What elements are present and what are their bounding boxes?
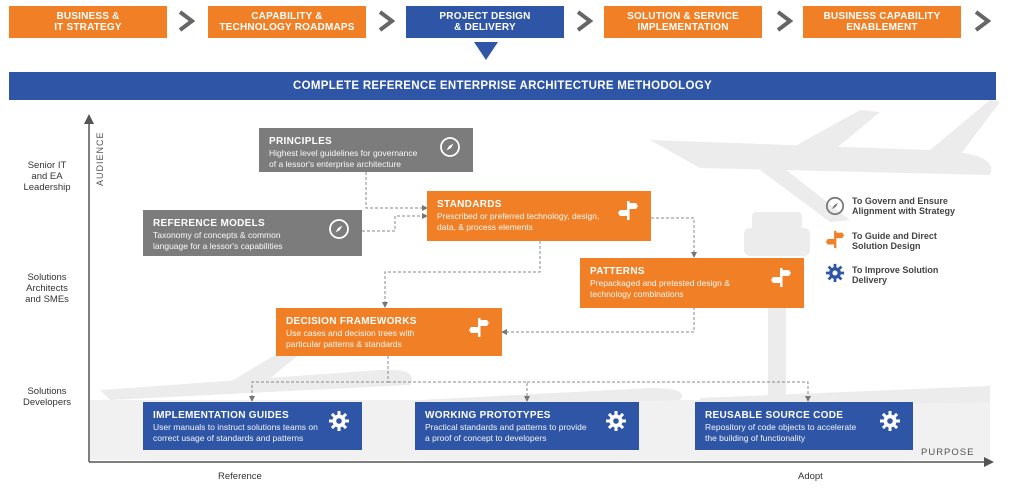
box-desc: correct usage of standards and patterns [153,433,304,443]
step-business-it-strategy: BUSINESS & IT STRATEGY [9,6,167,38]
gear-icon [606,411,626,431]
audience-line: Senior IT [27,160,67,171]
audience-architects: Solutions Architects and SMEs [14,272,80,305]
audience-line: and EA [31,171,63,182]
legend-guide: To Guide and Direct Solution Design [852,231,937,251]
legend-line: To Govern and Ensure [852,196,948,206]
box-title: IMPLEMENTATION GUIDES [153,410,289,421]
box-desc: Highest level guidelines for governance [269,148,418,158]
box-principles: PRINCIPLES Highest level guidelines for … [259,128,473,172]
x-axis-left-label: Reference [218,471,262,482]
x-axis-label: PURPOSE [921,447,975,458]
box-title: REFERENCE MODELS [153,218,266,229]
legend-line: Delivery [852,275,888,285]
box-desc: Prescribed or preferred technology, desi… [437,211,600,221]
compass-icon [440,137,460,157]
box-title: PATTERNS [590,266,645,277]
chevron-right-icon [378,10,395,32]
legend-line: Alignment with Strategy [852,206,956,216]
step-solution-service-implementation: SOLUTION & SERVICE IMPLEMENTATION [604,6,762,38]
box-desc: particular patterns & standards [286,339,402,349]
box-desc: Use cases and decision trees with [286,328,415,338]
box-desc: a proof of concept to developers [425,433,547,443]
box-decision-frameworks: DECISION FRAMEWORKS Use cases and decisi… [276,308,502,356]
x-axis-right-label: Adopt [798,471,823,482]
compass-icon [825,196,845,216]
step-label-line2: IT STRATEGY [54,22,122,33]
gear-icon [329,411,349,431]
box-desc: Taxonomy of concepts & common [153,230,281,240]
audience-developers: Solutions Developers [14,386,80,408]
audience-line: Developers [22,397,72,408]
audience-line: and SMEs [25,294,69,305]
chevron-right-icon [974,10,991,32]
step-label-line1: BUSINESS & [56,11,120,22]
box-working-prototypes: WORKING PROTOTYPES Practical standards a… [415,402,639,450]
signpost-icon [469,318,489,337]
box-implementation-guides: IMPLEMENTATION GUIDES User manuals to in… [143,402,362,450]
legend-govern: To Govern and Ensure Alignment with Stra… [852,196,955,216]
step-label-line2: & DELIVERY [454,22,516,33]
step-business-capability-enablement: BUSINESS CAPABILITY ENABLEMENT [803,6,961,38]
gear-icon [880,411,900,431]
signpost-icon [771,268,791,287]
step-capability-roadmaps: CAPABILITY & TECHNOLOGY ROADMAPS [208,6,366,38]
box-desc: Practical standards and patterns to prov… [425,422,587,432]
down-arrow-indicator [474,42,498,60]
box-desc: data, & process elements [437,222,533,232]
step-label-line1: CAPABILITY & [251,11,323,22]
box-title: WORKING PROTOTYPES [425,410,551,421]
box-desc: of a lessor's enterprise architecture [269,159,402,169]
audience-line: Architects [26,283,68,294]
audience-line: Solutions [27,272,67,283]
box-desc: User manuals to instruct solutions teams… [153,422,318,432]
chevron-right-icon [776,10,793,32]
box-standards: STANDARDS Prescribed or preferred techno… [427,191,651,241]
legend-line: To Guide and Direct [852,231,937,241]
box-title: REUSABLE SOURCE CODE [705,410,844,421]
step-project-design-delivery: PROJECT DESIGN & DELIVERY [406,6,564,38]
box-reusable-source-code: REUSABLE SOURCE CODE Repository of code … [695,402,913,450]
chevron-right-icon [178,10,195,32]
signpost-icon [825,230,845,249]
signpost-icon [618,201,638,220]
box-reference-models: REFERENCE MODELS Taxonomy of concepts & … [143,210,362,256]
step-label-line2: ENABLEMENT [846,22,918,33]
legend-line: To Improve Solution [852,265,939,275]
box-title: DECISION FRAMEWORKS [286,316,417,327]
box-desc: Prepackaged and pretested design & [590,278,730,288]
legend-improve: To Improve Solution Delivery [852,265,938,285]
box-desc: the building of functionality [705,433,806,443]
box-desc: language for a lessor's capabilities [153,241,283,251]
step-label-line1: SOLUTION & SERVICE [627,11,739,22]
step-label-line2: IMPLEMENTATION [637,22,729,33]
audience-senior: Senior IT and EA Leadership [14,160,80,193]
step-label-line1: PROJECT DESIGN [439,11,531,22]
methodology-banner: COMPLETE REFERENCE ENTERPRISE ARCHITECTU… [9,72,996,100]
box-patterns: PATTERNS Prepackaged and pretested desig… [580,258,804,308]
step-label-line1: BUSINESS CAPABILITY [823,11,941,22]
compass-icon [329,219,349,239]
box-title: STANDARDS [437,199,502,210]
gear-icon [825,263,845,283]
step-label-line2: TECHNOLOGY ROADMAPS [219,22,355,33]
audience-line: Leadership [23,182,71,193]
box-title: PRINCIPLES [269,136,333,147]
chevron-right-icon [576,10,593,32]
audience-line: Solutions [27,386,67,397]
box-desc: technology combinations [590,289,684,299]
legend-line: Solution Design [852,241,921,251]
box-desc: Repository of code objects to accelerate [705,422,857,432]
